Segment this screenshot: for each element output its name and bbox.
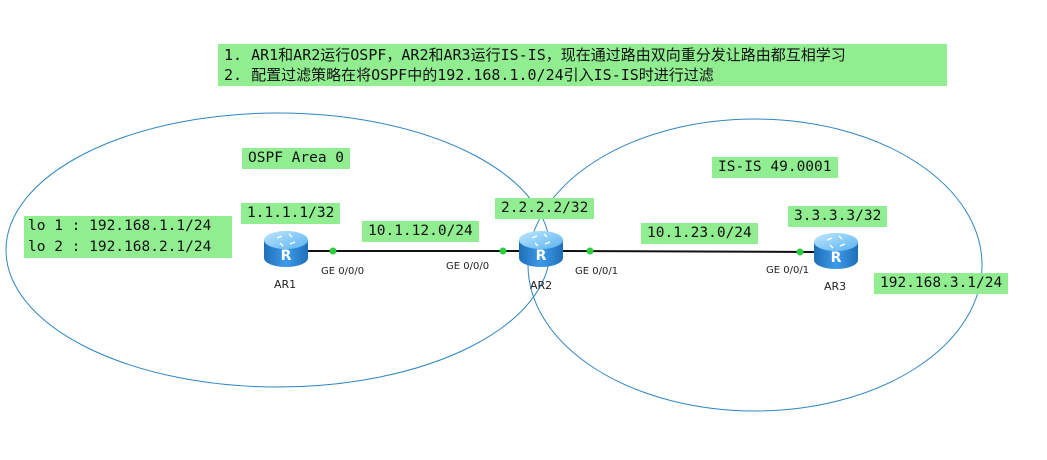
router-icon[interactable]	[518, 230, 564, 268]
ar1-lo2-label: lo 2 : 192.168.2.1/24	[28, 239, 212, 255]
port-dot-ar2-ge001	[586, 247, 594, 255]
ar1-loopback-label: 1.1.1.1/32	[241, 203, 341, 224]
ar3-device-label: AR3	[824, 280, 847, 293]
ar1-interface-label: GE 0/0/0	[321, 266, 365, 277]
ar1-device-label: AR1	[274, 278, 297, 291]
ar2-loopback-label: 2.2.2.2/32	[495, 198, 595, 219]
router-icon[interactable]	[263, 230, 309, 268]
ar2-interface-left-label: GE 0/0/0	[446, 261, 490, 272]
ar3-lan-label: 192.168.3.1/24	[874, 273, 1009, 294]
ar3-loopback-label: 3.3.3.3/32	[788, 206, 888, 227]
router-icon[interactable]	[813, 232, 859, 270]
link-ar2-ar3	[561, 250, 816, 253]
task-note: 1. AR1和AR2运行OSPF，AR2和AR3运行IS-IS，现在通过路由双向…	[218, 44, 947, 86]
port-dot-ar2-ge000	[499, 247, 507, 255]
ar2-device-label: AR2	[530, 279, 553, 292]
link-ar1-ar2-subnet-label: 10.1.12.0/24	[362, 221, 479, 242]
ar1-lo1-label: lo 1 : 192.168.1.1/24	[28, 218, 212, 234]
task-note-line-1: 1. AR1和AR2运行OSPF，AR2和AR3运行IS-IS，现在通过路由双向…	[224, 46, 846, 64]
port-dot-ar3-ge001	[796, 248, 804, 256]
task-note-line-2: 2. 配置过滤策略在将OSPF中的192.168.1.0/24引入IS-IS时进…	[224, 66, 714, 84]
ospf-area-label: OSPF Area 0	[242, 148, 351, 169]
ar1-lan-label: lo 1 : 192.168.1.1/24 lo 2 : 192.168.2.1…	[24, 216, 232, 258]
ar3-interface-label: GE 0/0/1	[766, 265, 810, 276]
link-ar2-ar3-subnet-label: 10.1.23.0/24	[641, 223, 758, 244]
isis-area-label: IS-IS 49.0001	[712, 157, 838, 178]
port-dot-ar1-ge000	[329, 247, 337, 255]
ar2-interface-right-label: GE 0/0/1	[575, 266, 619, 277]
